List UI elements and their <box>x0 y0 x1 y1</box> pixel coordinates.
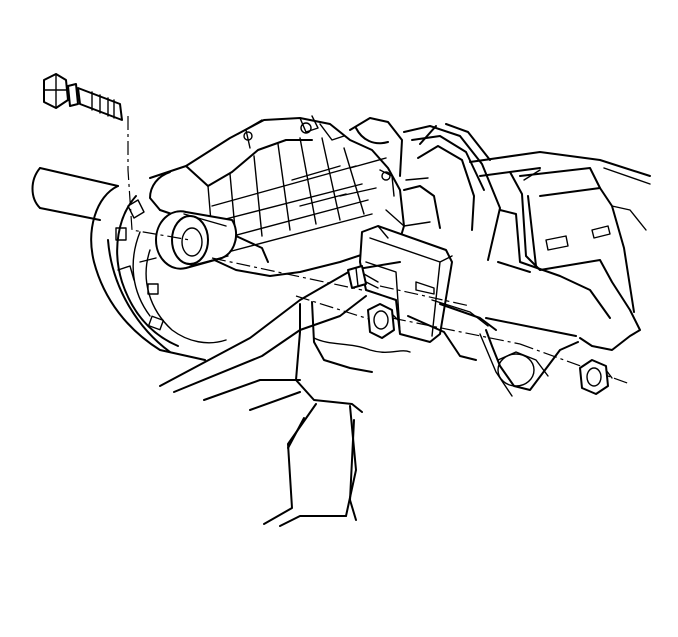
nut <box>367 303 399 339</box>
frame-rail-bracket <box>469 151 651 351</box>
crossmember <box>159 261 579 527</box>
mounting-bolt <box>43 73 123 121</box>
stud <box>347 265 379 289</box>
mount-bracket <box>359 225 453 343</box>
propeller-shaft-tube <box>31 167 119 221</box>
explosion-lines <box>127 116 631 385</box>
transfer-case-assembly <box>90 115 405 361</box>
tunnel-bracket <box>349 117 501 261</box>
nut <box>579 359 613 395</box>
